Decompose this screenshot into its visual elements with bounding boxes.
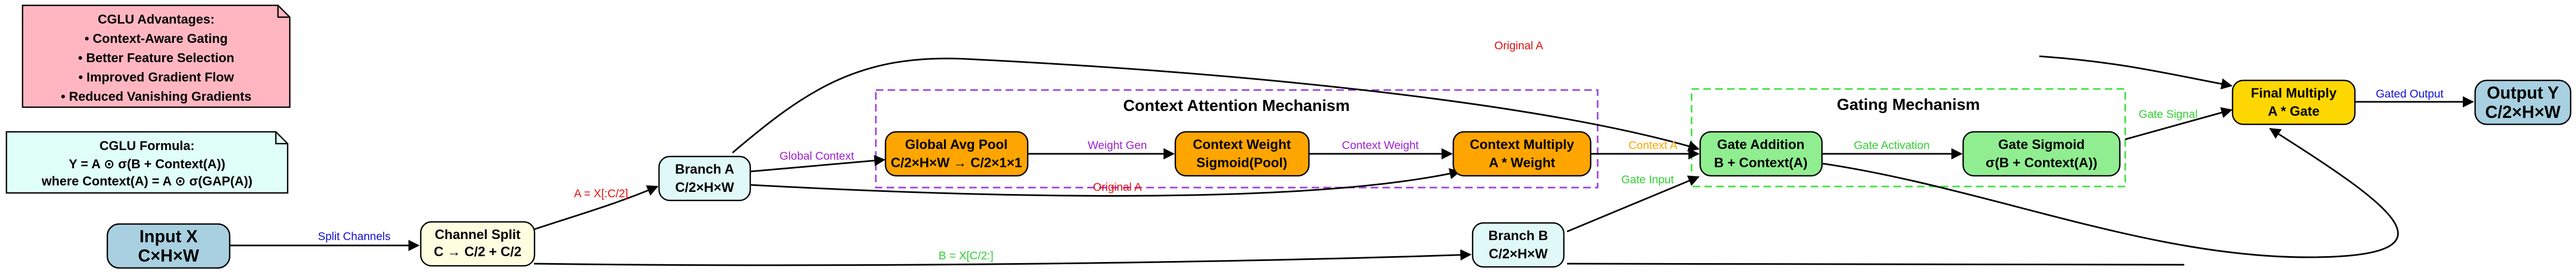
formula-line: where Context(A) = A ⊙ σ(GAP(A)) [41, 174, 253, 189]
label-split-channels: Split Channels [318, 230, 390, 243]
node-subtitle: C/2×H×W [1489, 247, 1548, 262]
edge-gate-add-to-final-loop [1821, 128, 2399, 258]
edge-branch-a-to-gap [750, 155, 886, 173]
advantage-item: • Reduced Vanishing Gradients [61, 89, 251, 104]
node-title: Input X [140, 227, 198, 246]
node-title: Gate Sigmoid [1998, 137, 2084, 152]
node-subtitle: C/2×H×W [675, 180, 734, 195]
edge-branch-a-to-gate-add-top [732, 57, 1700, 154]
node-global-avg-pool: Global Avg Pool C/2×H×W → C/2×1×1 [884, 131, 1029, 177]
edge-branch-b-to-gate-add [1567, 175, 1700, 233]
advantage-item: • Context-Aware Gating [85, 32, 228, 46]
edge-split-to-branch-b [533, 249, 1472, 266]
node-branch-a: Branch A C/2×H×W [658, 155, 751, 202]
node-title: Branch A [675, 162, 734, 177]
node-title: Branch B [1488, 228, 1548, 243]
node-output-y: Output Y C/2×H×W [2474, 79, 2572, 125]
advantages-title: CGLU Advantages: [98, 12, 215, 27]
label-gate-activation: Gate Activation [1854, 139, 1929, 152]
edge-split-to-branch-a [533, 185, 658, 230]
node-gate-sigmoid: Gate Sigmoid σ(B + Context(A)) [1962, 131, 2121, 177]
node-subtitle: Sigmoid(Pool) [1196, 155, 1287, 170]
node-gate-addition: Gate Addition B + Context(A) [1699, 131, 1823, 177]
node-final-multiply: Final Multiply A * Gate [2231, 79, 2356, 125]
label-context-weight: Context Weight [1342, 139, 1418, 152]
gating-cluster: Gating Mechanism [1690, 88, 2126, 188]
node-subtitle: C → C/2 + C/2 [434, 244, 521, 259]
node-subtitle: C/2×H×W → C/2×1×1 [891, 155, 1022, 170]
node-subtitle: A * Gate [2268, 104, 2319, 119]
edge-sigmoid-to-final [2125, 107, 2233, 140]
label-gate-input: Gate Input [1621, 174, 1674, 186]
edge-branch-a-to-multiply [750, 168, 1461, 197]
edge-branch-b-extend [1567, 263, 2185, 266]
node-subtitle: σ(B + Context(A)) [1986, 155, 2097, 170]
node-input-x: Input X C×H×W [106, 223, 231, 269]
node-subtitle: C/2×H×W [2485, 102, 2561, 122]
node-context-multiply: Context Multiply A * Weight [1452, 131, 1592, 177]
advantage-item: • Improved Gradient Flow [78, 70, 234, 85]
label-b-split: B = X[C/2:] [939, 250, 993, 262]
context-attention-cluster: Context Attention Mechanism [875, 89, 1599, 189]
advantages-note: CGLU Advantages: • Context-Aware Gating … [21, 4, 291, 108]
label-weight-gen: Weight Gen [1088, 139, 1147, 152]
label-context-a: Context A [1628, 139, 1677, 152]
node-title: Gate Addition [1717, 137, 1805, 152]
label-original-a-top: Original A [1494, 40, 1543, 52]
node-subtitle: B + Context(A) [1714, 155, 1807, 170]
node-branch-b: Branch B C/2×H×W [1472, 222, 1565, 268]
label-original-a-mid: Original A [1093, 181, 1141, 193]
edges [230, 55, 2475, 266]
formula-note: CGLU Formula: Y = A ⊙ σ(B + Context(A)) … [5, 131, 289, 194]
label-gate-signal: Gate Signal [2139, 108, 2198, 121]
node-subtitle: A * Weight [1489, 155, 1555, 170]
edge-labels: Split Channels A = X[:C/2] B = X[C/2:] G… [318, 40, 2443, 262]
formula-line: Y = A ⊙ σ(B + Context(A)) [69, 157, 225, 171]
formula-title: CGLU Formula: [99, 139, 194, 153]
edge-original-a-to-final [2039, 55, 2233, 89]
advantage-item: • Better Feature Selection [78, 51, 234, 65]
node-subtitle: C×H×W [138, 246, 200, 265]
node-context-weight: Context Weight Sigmoid(Pool) [1174, 131, 1310, 177]
node-title: Channel Split [435, 227, 521, 242]
node-title: Final Multiply [2251, 86, 2337, 101]
context-attention-title: Context Attention Mechanism [1123, 97, 1350, 115]
label-a-split: A = X[:C/2] [574, 188, 628, 200]
node-title: Context Multiply [1470, 137, 1575, 152]
node-title: Output Y [2487, 83, 2559, 102]
gating-title: Gating Mechanism [1837, 96, 1980, 114]
label-gated-output: Gated Output [2376, 88, 2443, 100]
node-title: Context Weight [1193, 137, 1292, 152]
label-global-context: Global Context [780, 150, 854, 162]
node-channel-split: Channel Split C → C/2 + C/2 [420, 221, 536, 267]
node-title: Global Avg Pool [905, 137, 1007, 152]
